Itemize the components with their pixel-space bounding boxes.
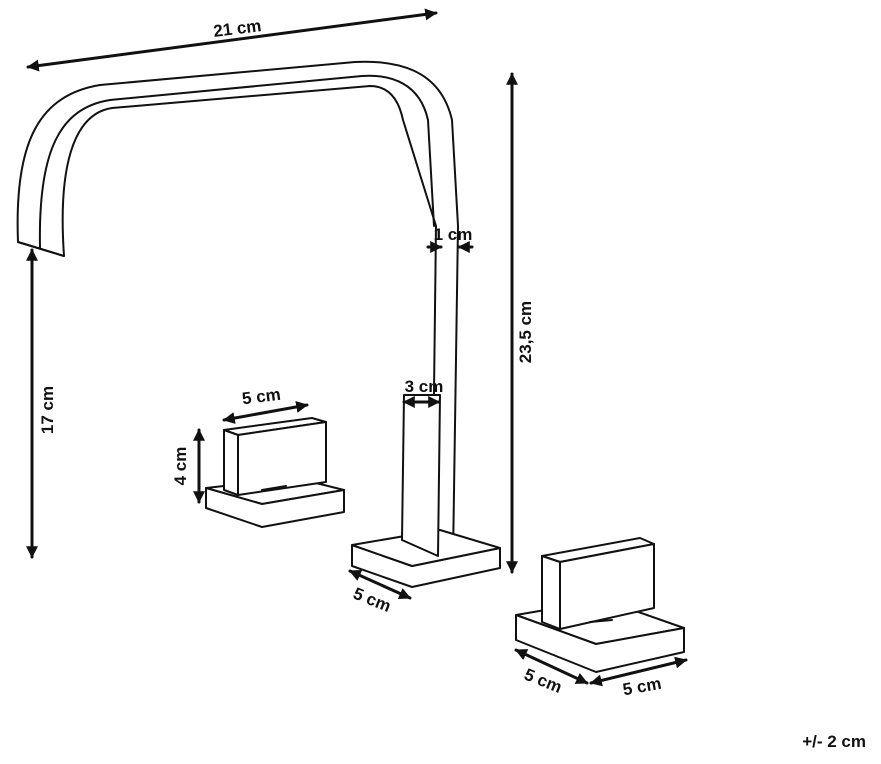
center-base [351,394,501,588]
faucet-spout [16,60,459,559]
left-handle-lever-side [223,429,239,496]
right-handle-lever-side [541,555,561,630]
arrow-right-base-width [589,656,688,687]
left-handle-base-side [205,487,345,528]
label-spout-thickness: 1 cm [434,225,473,244]
label-handle-width: 5 cm [241,385,282,409]
left-handle [205,417,345,528]
arrow-spout-length [26,8,438,72]
arrow-right-base-depth [514,648,589,685]
column-lower [401,394,441,557]
spout-body [16,60,459,559]
spout-inner-edge [38,74,435,249]
dimension-lines [26,8,688,687]
right-handle-stem [589,619,613,623]
label-spout-height: 17 cm [38,386,57,434]
left-handle-lever-front [237,421,327,496]
label-total-height: 23,5 cm [516,301,535,363]
tolerance-note: +/- 2 cm [802,732,866,751]
left-handle-stem [261,485,287,491]
spout-tip [17,241,65,257]
label-right-base-width: 5 cm [621,674,662,699]
label-column-width: 3 cm [405,377,444,396]
label-handle-height: 4 cm [171,447,190,486]
arrow-handle-width [222,401,309,424]
arrow-base-depth [348,569,412,600]
right-handle [515,537,685,673]
